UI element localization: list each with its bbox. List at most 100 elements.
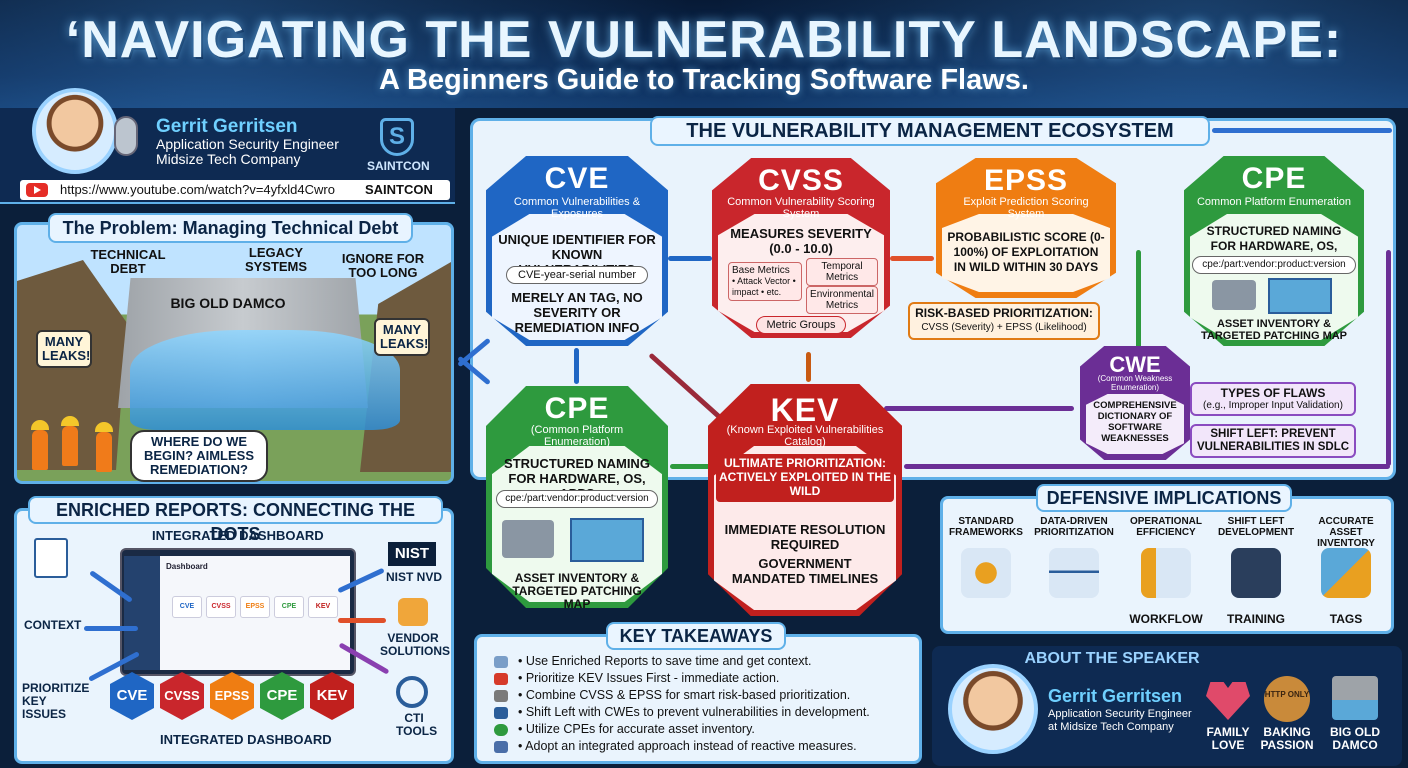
water-spill <box>130 330 400 430</box>
def-foot-training: TRAINING <box>1227 612 1285 626</box>
arrow-cve-to-cvss <box>668 256 712 261</box>
cpe-top-format-pill: cpe:/part:vendor:product:version <box>1192 256 1356 274</box>
label-technical-debt: TECHNICAL DEBT <box>90 247 166 276</box>
label-legacy-systems: LEGACY SYSTEMS <box>244 245 308 274</box>
cpe-top-foot: ASSET INVENTORY & TARGETED PATCHING MAP <box>1200 318 1348 342</box>
epss-fullname: Exploit Prediction Scoring System <box>963 196 1089 220</box>
cpe-top-fullname: Common Platform Enumeration <box>1196 196 1352 208</box>
kev-body-2: IMMEDIATE RESOLUTION REQUIRED <box>724 522 886 552</box>
youtube-icon <box>26 183 48 197</box>
dash-mini-cvss: CVSS <box>206 596 236 618</box>
report-document-icon <box>34 538 68 578</box>
dashboard-screen-title: Dashboard <box>166 562 208 571</box>
def-col-frameworks: STANDARD FRAMEWORKS <box>949 516 1023 538</box>
cvss-base-metrics: Base Metrics• Attack Vector • impact • e… <box>728 262 802 301</box>
label-many-leaks-left: MANY LEAKS! <box>36 330 92 368</box>
kev-fullname: (Known Exploited Vulnerabilities Catalog… <box>726 424 884 448</box>
arrow-title-right <box>1212 128 1392 133</box>
hex-cpe: CPE <box>260 672 304 720</box>
cve-body-2: MERELY AN TAG, NO SEVERITY OR REMEDIATIO… <box>511 290 643 335</box>
cpe-name: CPE <box>544 392 610 425</box>
gears-checklist-icon <box>961 548 1011 598</box>
cve-name: CVE <box>544 162 610 195</box>
def-foot-tags: TAGS <box>1329 612 1363 626</box>
dash-mini-epss: EPSS <box>240 596 270 618</box>
scales-chart-icon <box>1049 548 1099 598</box>
dashboard-sidebar <box>124 556 160 670</box>
takeaways-title: KEY TAKEAWAYS <box>606 622 786 650</box>
worker-figure <box>95 422 113 472</box>
label-context: CONTEXT <box>24 618 82 632</box>
about-item-family: FAMILY LOVE <box>1206 725 1250 752</box>
hourglass-workflow-icon <box>1141 548 1191 598</box>
about-title: ABOUT THE SPEAKER <box>1024 650 1200 667</box>
cwe-node-body <box>1086 394 1184 454</box>
cti-magnifier-icon <box>396 676 428 708</box>
cookie-icon: HTTP ONLY <box>1264 676 1310 722</box>
takeaways-panel <box>474 634 922 764</box>
takeaway-item: • Shift Left with CWEs to prevent vulner… <box>518 705 870 719</box>
cvss-body: MEASURES SEVERITY (0.0 - 10.0) <box>730 226 872 256</box>
def-col-shift-left: SHIFT LEFT DEVELOPMENT <box>1217 516 1295 538</box>
world-map-icon <box>1268 278 1332 314</box>
kev-name: KEV <box>770 392 840 428</box>
arrow-cpe-loop <box>1386 250 1391 466</box>
hex-kev: KEV <box>310 672 354 720</box>
kev-highlight <box>716 454 894 502</box>
epss-node-body <box>942 214 1110 292</box>
check-icon <box>494 724 508 736</box>
problem-title: The Problem: Managing Technical Debt <box>48 213 413 243</box>
cvss-environmental-metrics: Environmental Metrics <box>806 286 878 314</box>
defensive-title: DEFENSIVE IMPLICATIONS <box>1036 484 1292 512</box>
def-col-efficiency: OPERATIONAL EFFICIENCY <box>1129 516 1203 538</box>
dash-mini-kev: KEV <box>308 596 338 618</box>
arrow-kev-to-cwe <box>884 406 1074 411</box>
epss-body: PROBABILISTIC SCORE (0-100%) OF EXPLOITA… <box>947 230 1105 274</box>
speech-bubble-where-begin: WHERE DO WE BEGIN? AIMLESS REMEDIATION? <box>130 430 268 482</box>
cwe-shift-box <box>1190 424 1356 458</box>
risk-line-1: RISK-BASED PRIORITIZATION: <box>915 306 1093 320</box>
cpe-top-node-body <box>1190 214 1358 340</box>
label-prioritize: PRIORITIZE KEY ISSUES <box>22 681 90 721</box>
risk-line-2: CVSS (Severity) + EPSS (Likelihood) <box>921 322 1087 333</box>
header-banner <box>0 0 1408 108</box>
takeaway-item: • Adopt an integrated approach instead o… <box>518 739 857 753</box>
youtube-link-bar[interactable] <box>20 180 450 200</box>
risk-box <box>908 302 1100 340</box>
ecosystem-title: THE VULNERABILITY MANAGEMENT ECOSYSTEM <box>650 116 1210 146</box>
cwe-types: TYPES OF FLAWS <box>1220 386 1326 400</box>
microphone-icon <box>114 116 138 156</box>
arrow-to-context <box>84 626 138 631</box>
saintcon-logo-icon: S <box>380 118 414 156</box>
cwe-fullname: (Common Weakness Enumeration) <box>1097 374 1173 392</box>
cookie-text: HTTP ONLY <box>1264 690 1310 699</box>
cpe-foot: ASSET INVENTORY & TARGETED PATCHING MAP <box>512 571 642 611</box>
speaker-name: Gerrit Gerritsen <box>156 116 298 137</box>
people-icon <box>494 707 508 719</box>
cwe-name: CWE <box>1109 352 1161 377</box>
cwe-body: COMPREHENSIVE DICTIONARY OF SOFTWARE WEA… <box>1093 400 1177 444</box>
label-many-leaks-right: MANY LEAKS! <box>374 318 430 356</box>
kev-body: ULTIMATE PRIORITIZATION: ACTIVELY EXPLOI… <box>718 456 892 498</box>
scanner-icon <box>1212 280 1256 310</box>
takeaway-item: • Combine CVSS & EPSS for smart risk-bas… <box>518 688 851 702</box>
label-cti-tools: CTI TOOLS <box>396 711 438 738</box>
cve-format-pill: CVE-year-serial number <box>506 266 648 284</box>
about-name: Gerrit Gerritsen <box>1048 686 1183 706</box>
cpe-fullname: (Common Platform Enumeration) <box>530 424 624 448</box>
takeaway-item: • Prioritize KEV Issues First - immediat… <box>518 671 780 685</box>
label-dam-name: BIG OLD DAMCO <box>170 295 286 311</box>
arrow-risk-to-kev <box>806 352 811 382</box>
scale-icon <box>494 690 508 702</box>
world-map-icon <box>570 518 644 562</box>
label-nist-nvd: NIST NVD <box>386 570 443 584</box>
cvss-metric-groups: Metric Groups <box>756 316 846 334</box>
enriched-title: ENRICHED REPORTS: CONNECTING THE DOTS <box>28 496 443 544</box>
tags-scanner-icon <box>1321 548 1371 598</box>
speaker-avatar <box>32 88 118 174</box>
cpe-top-name: CPE <box>1241 162 1307 195</box>
youtube-url[interactable]: https://www.youtube.com/watch?v=4yfxld4C… <box>60 182 335 197</box>
page-subtitle: A Beginners Guide to Tracking Software F… <box>379 64 1029 96</box>
arrow-cpe-to-kev <box>670 464 710 469</box>
cvss-base-items: • Attack Vector • impact • etc. <box>732 276 796 297</box>
